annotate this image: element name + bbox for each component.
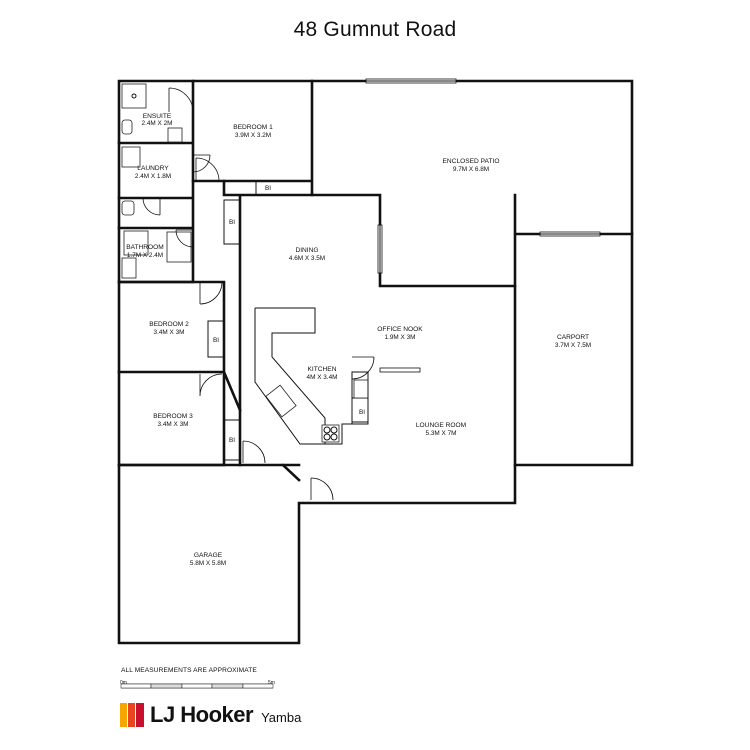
burner-icon: [323, 426, 331, 434]
room-name-enclosed-patio: ENCLOSED PATIO: [443, 158, 500, 165]
bi-label-kitchen: BI: [359, 409, 365, 416]
lj-hooker-mark-icon: [120, 703, 144, 727]
vanity-ensuite: [167, 127, 183, 143]
door-lounge-garage: [310, 477, 334, 501]
room-name-bathroom: BATHROOM: [126, 244, 164, 251]
cooktop: [321, 424, 340, 443]
kitchen-bench: [254, 307, 352, 445]
room-dims-enclosed-patio: 9.7M X 6.8M: [453, 166, 489, 173]
room-name-bedroom-3: BEDROOM 3: [153, 413, 193, 420]
room-name-carport: CARPORT: [557, 334, 589, 341]
kitchen-sink: [265, 384, 297, 418]
room-name-office-nook: OFFICE NOOK: [377, 326, 423, 333]
room-dims-laundry: 2.4M X 1.8M: [135, 173, 171, 180]
door-garage-internal: [242, 440, 266, 464]
door-bathroom: [175, 229, 194, 248]
built-in-hall: [223, 199, 241, 245]
burner-icon: [330, 433, 338, 441]
vanity-bathroom: [123, 230, 149, 256]
room-dims-bedroom-3: 3.4M X 3M: [158, 421, 189, 428]
room-dims-carport: 3.7M X 7.5M: [555, 342, 591, 349]
room-dims-bedroom-2: 3.4M X 3M: [154, 329, 185, 336]
room-dims-garage: 5.8M X 5.8M: [190, 560, 226, 567]
room-dims-office-nook: 1.9M X 3M: [385, 334, 416, 341]
measurements-disclaimer: ALL MEASUREMENTS ARE APPROXIMATE: [121, 667, 257, 674]
room-dims-dining: 4.6M X 3.5M: [289, 255, 325, 262]
room-name-ensuite: ENSUITE: [143, 113, 172, 120]
room-name-dining: DINING: [295, 247, 318, 254]
laundry-tub: [121, 146, 141, 168]
scale-segment: [181, 683, 213, 689]
agency-office: Yamba: [261, 710, 302, 725]
built-in-bedroom-2: [207, 320, 225, 358]
scale-segment: [242, 683, 274, 689]
plan-title: 48 Gumnut Road: [293, 18, 457, 41]
agency-brand: LJ Hooker: [150, 702, 254, 727]
fridge-space: [353, 379, 369, 399]
wall-wet-column: [117, 79, 195, 284]
door-bedroom-1: [195, 157, 220, 182]
room-dims-ensuite: 2.4M X 2M: [142, 120, 173, 127]
scale-segment: [211, 683, 244, 689]
built-in-bedroom-3: [223, 419, 241, 461]
door-dining-patio: [351, 356, 375, 380]
shower-ensuite: [121, 83, 147, 109]
door-bedroom-2: [199, 281, 223, 305]
bi-label-bedroom-2: BI: [213, 337, 219, 344]
door-wc: [142, 197, 161, 216]
toilet-wc: [121, 200, 135, 216]
shower-drain-icon: [131, 93, 137, 99]
pantry-bench: [351, 371, 369, 423]
room-name-bedroom-2: BEDROOM 2: [149, 321, 189, 328]
wall-bedrooms: [117, 280, 242, 467]
room-dims-bathroom: 1.7M X 2.4M: [127, 252, 163, 259]
outer-wall: [117, 79, 634, 645]
agency-logo: LJ Hooker Yamba: [120, 702, 302, 727]
room-name-garage: GARAGE: [194, 552, 223, 559]
door-laundry: [192, 154, 211, 173]
bi-label-hall: BI: [229, 219, 235, 226]
bath-basin: [121, 257, 137, 279]
room-dims-kitchen: 4M X 3.4M: [307, 374, 338, 381]
door-ensuite: [168, 87, 194, 113]
room-name-kitchen: KITCHEN: [308, 366, 337, 373]
scale-end-label: 5m: [268, 680, 275, 686]
wall-garage: [117, 463, 301, 482]
scale-segment: [150, 683, 183, 689]
window-office: [379, 367, 421, 373]
room-name-lounge-room: LOUNGE ROOM: [416, 422, 466, 429]
bi-label-bedroom-3: BI: [229, 437, 235, 444]
toilet-ensuite: [121, 119, 133, 135]
shower-bathroom: [166, 231, 192, 263]
scale-start-label: 0m: [120, 680, 127, 686]
room-name-laundry: LAUNDRY: [137, 165, 169, 172]
wall-hall: [222, 179, 517, 467]
burner-icon: [330, 426, 338, 434]
door-bedroom-3: [199, 373, 223, 397]
room-dims-lounge-room: 5.3M X 7M: [426, 430, 457, 437]
bi-label-bedroom-1: BI: [265, 185, 271, 192]
room-dims-bedroom-1: 3.9M X 3.2M: [235, 132, 271, 139]
burner-icon: [323, 433, 331, 441]
room-name-bedroom-1: BEDROOM 1: [233, 124, 273, 131]
built-in-bedroom-1: [255, 180, 313, 196]
